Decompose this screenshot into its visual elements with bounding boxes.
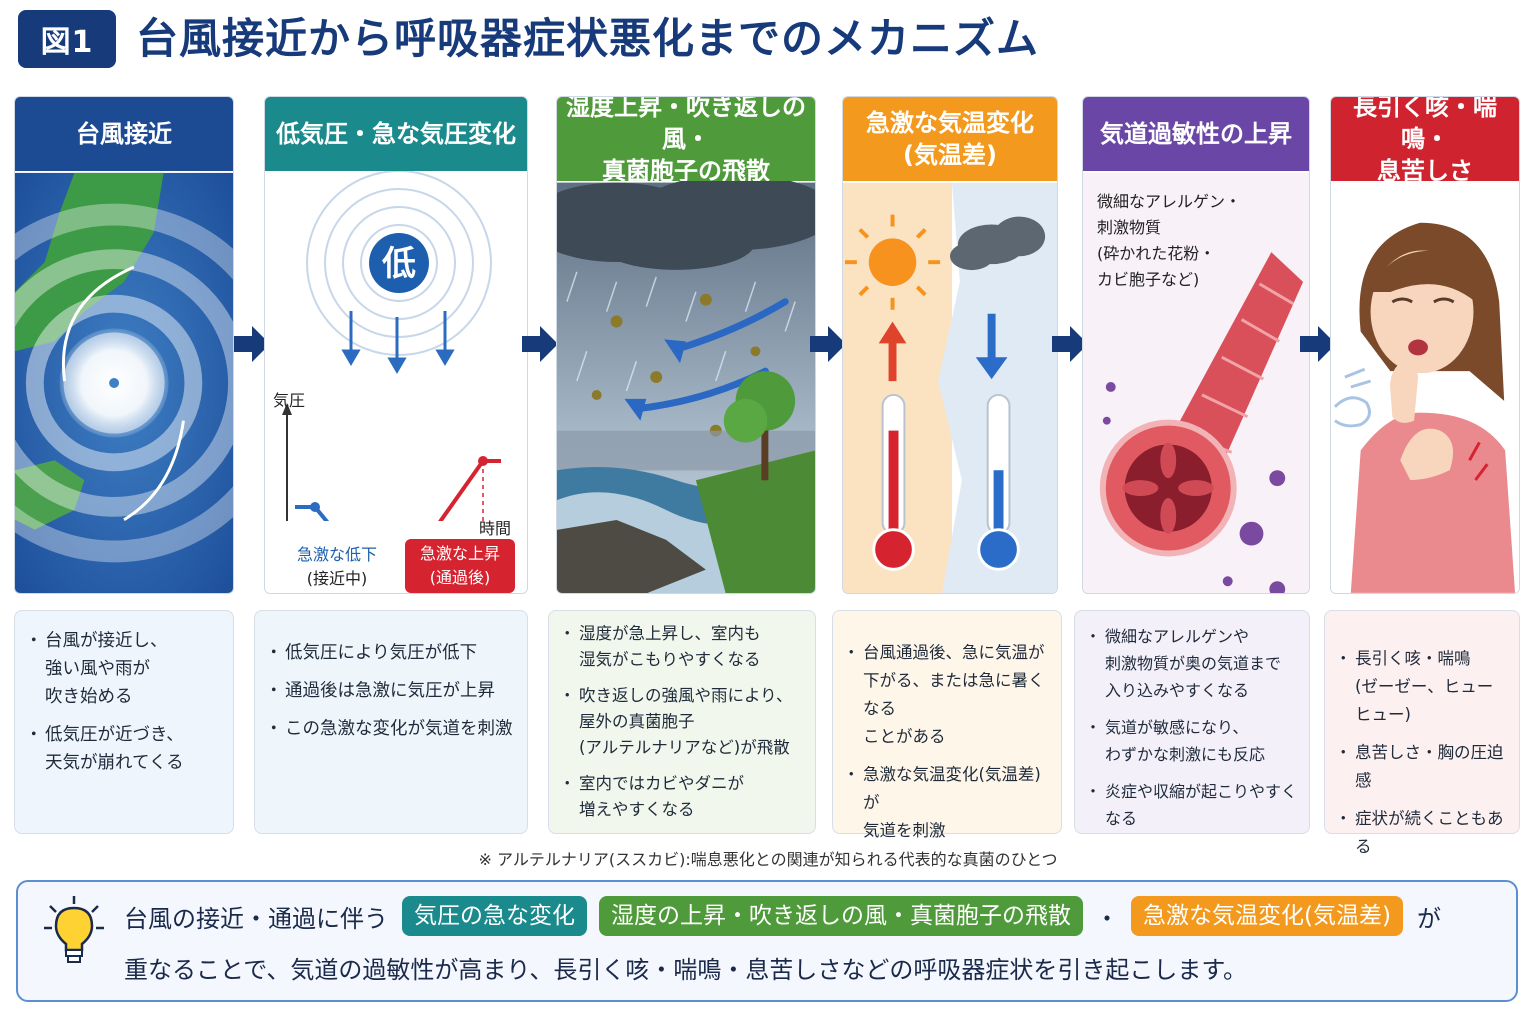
summary-line-2: 重なることで、気道の過敏性が高まり、長引く咳・喘鳴・息苦しさなどの呼吸器症状を引… [124, 956, 1247, 984]
panel-airway-title: 気道過敏性の上昇 [1083, 97, 1309, 171]
summary-suffix: が [1416, 904, 1441, 933]
flow-arrow-icon [1300, 326, 1336, 362]
panel-temperature: 急激な気温変化 (気温差) [842, 96, 1058, 594]
description-humidity: 湿度が急上昇し、室内も 湿気がこもりやすくなる 吹き返しの強風や雨により、 屋外… [548, 610, 816, 834]
description-item: 炎症や収縮が起こりやすくなる [1085, 778, 1299, 832]
low-pressure-label: 低 [382, 244, 416, 284]
description-item: この急激な変化が気道を刺激 [265, 715, 517, 743]
description-symptoms: 長引く咳・喘鳴 (ゼーゼー、ヒューヒュー) 息苦しさ・胸の圧迫感 症状が続くこと… [1324, 610, 1520, 856]
airway-illustration [1083, 172, 1309, 593]
axis-y-label: 気圧 [273, 391, 306, 410]
description-item: 症状が続くこともある [1335, 805, 1509, 861]
panel-humidity-title: 湿度上昇・吹き返しの風・ 真菌胞子の飛散 [557, 97, 815, 185]
summary-chip-temperature: 急激な気温変化(気温差) [1131, 896, 1403, 936]
description-item: 微細なアレルゲンや 刺激物質が奥の気道まで 入り込みやすくなる [1085, 623, 1299, 704]
summary-separator: ・ [1095, 904, 1119, 933]
sun-icon [844, 214, 941, 310]
summary-line-1: 台風の接近・通過に伴う 気圧の急な変化 湿度の上昇・吹き返しの風・真菌胞子の飛散… [124, 896, 1441, 936]
description-item: 吹き返しの強風や雨により、 屋外の真菌胞子 (アルテルナリアなど)が飛散 [559, 683, 805, 761]
description-typhoon: 台風が接近し、 強い風や雨が 吹き始める 低気圧が近づき、 天気が崩れてくる [14, 610, 234, 834]
page-title: 台風接近から呼吸器症状悪化までのメカニズム [136, 14, 1040, 63]
flow-arrow-icon [522, 326, 558, 362]
flow-arrow-icon [1052, 326, 1088, 362]
description-item: 息苦しさ・胸の圧迫感 [1335, 739, 1509, 795]
description-item: 急激な気温変化(気温差)が 気道を刺激 [843, 761, 1051, 845]
description-item: 室内ではカビやダニが 増えやすくなる [559, 771, 805, 823]
panel-airway: 気道過敏性の上昇 微細なアレルゲン・ 刺激物質 (砕かれた花粉・ カビ胞子など) [1082, 96, 1310, 594]
pressure-graph [282, 171, 501, 521]
description-low-pressure: 低気圧により気圧が低下 通過後は急激に気圧が上昇 この急激な変化が気道を刺激 [254, 610, 528, 834]
description-item: 低気圧が近づき、 天気が崩れてくる [25, 721, 223, 777]
axis-x-label: 時間 [479, 519, 512, 538]
figure-badge: 図1 [18, 10, 116, 68]
description-item: 気道が敏感になり、 わずかな刺激にも反応 [1085, 714, 1299, 768]
description-item: 低気圧により気圧が低下 [265, 639, 517, 667]
tag-rise: 急激な上昇 (通過後) [405, 539, 515, 593]
panel-symptoms: 長引く咳・喘鳴・ 息苦しさ [1330, 96, 1520, 594]
cough-icon [1333, 367, 1372, 428]
description-airway: 微細なアレルゲンや 刺激物質が奥の気道まで 入り込みやすくなる 気道が敏感になり… [1074, 610, 1310, 834]
temperature-illustration [843, 182, 1057, 593]
summary-chip-pressure: 気圧の急な変化 [402, 896, 587, 936]
panel-temperature-title: 急激な気温変化 (気温差) [843, 97, 1057, 181]
typhoon-satellite-illustration [15, 172, 233, 593]
panel-low-pressure: 低気圧・急な気圧変化 低 気圧 時間 急激な低下 (接近中) [264, 96, 528, 594]
low-pressure-icon [369, 233, 429, 293]
coughing-woman-illustration [1331, 183, 1519, 593]
flow-arrow-icon [234, 326, 270, 362]
tag-drop: 急激な低下 (接近中) [296, 545, 377, 588]
description-item: 台風通過後、急に気温が 下がる、または急に暑くなる ことがある [843, 639, 1051, 751]
cloud-icon [950, 216, 1046, 271]
description-temperature: 台風通過後、急に気温が 下がる、または急に暑くなる ことがある 急激な気温変化(… [832, 610, 1062, 840]
lightbulb-icon [44, 896, 104, 963]
description-item: 湿度が急上昇し、室内も 湿気がこもりやすくなる [559, 621, 805, 673]
panel-humidity-spores: 湿度上昇・吹き返しの風・ 真菌胞子の飛散 [556, 96, 816, 594]
panel-typhoon-title: 台風接近 [15, 97, 233, 171]
panel-symptoms-title: 長引く咳・喘鳴・ 息苦しさ [1331, 97, 1519, 185]
storm-coast-illustration [557, 181, 815, 593]
description-item: 通過後は急激に気圧が上昇 [265, 677, 517, 705]
allergen-note: 微細なアレルゲン・ 刺激物質 (砕かれた花粉・ カビ胞子など) [1097, 192, 1242, 289]
description-item: 台風が接近し、 強い風や雨が 吹き始める [25, 627, 223, 711]
footnote: ※ アルテルナリア(ススカビ):喘息悪化との関連が知られる代表的な真菌のひとつ [478, 850, 1058, 869]
panel-typhoon: 台風接近 [14, 96, 234, 594]
panel-low-pressure-title: 低気圧・急な気圧変化 [265, 97, 527, 171]
summary-prefix: 台風の接近・通過に伴う [124, 904, 388, 933]
flow-arrow-icon [810, 326, 846, 362]
description-item: 長引く咳・喘鳴 (ゼーゼー、ヒューヒュー) [1335, 645, 1509, 729]
summary-chip-humidity: 湿度の上昇・吹き返しの風・真菌胞子の飛散 [599, 896, 1083, 936]
